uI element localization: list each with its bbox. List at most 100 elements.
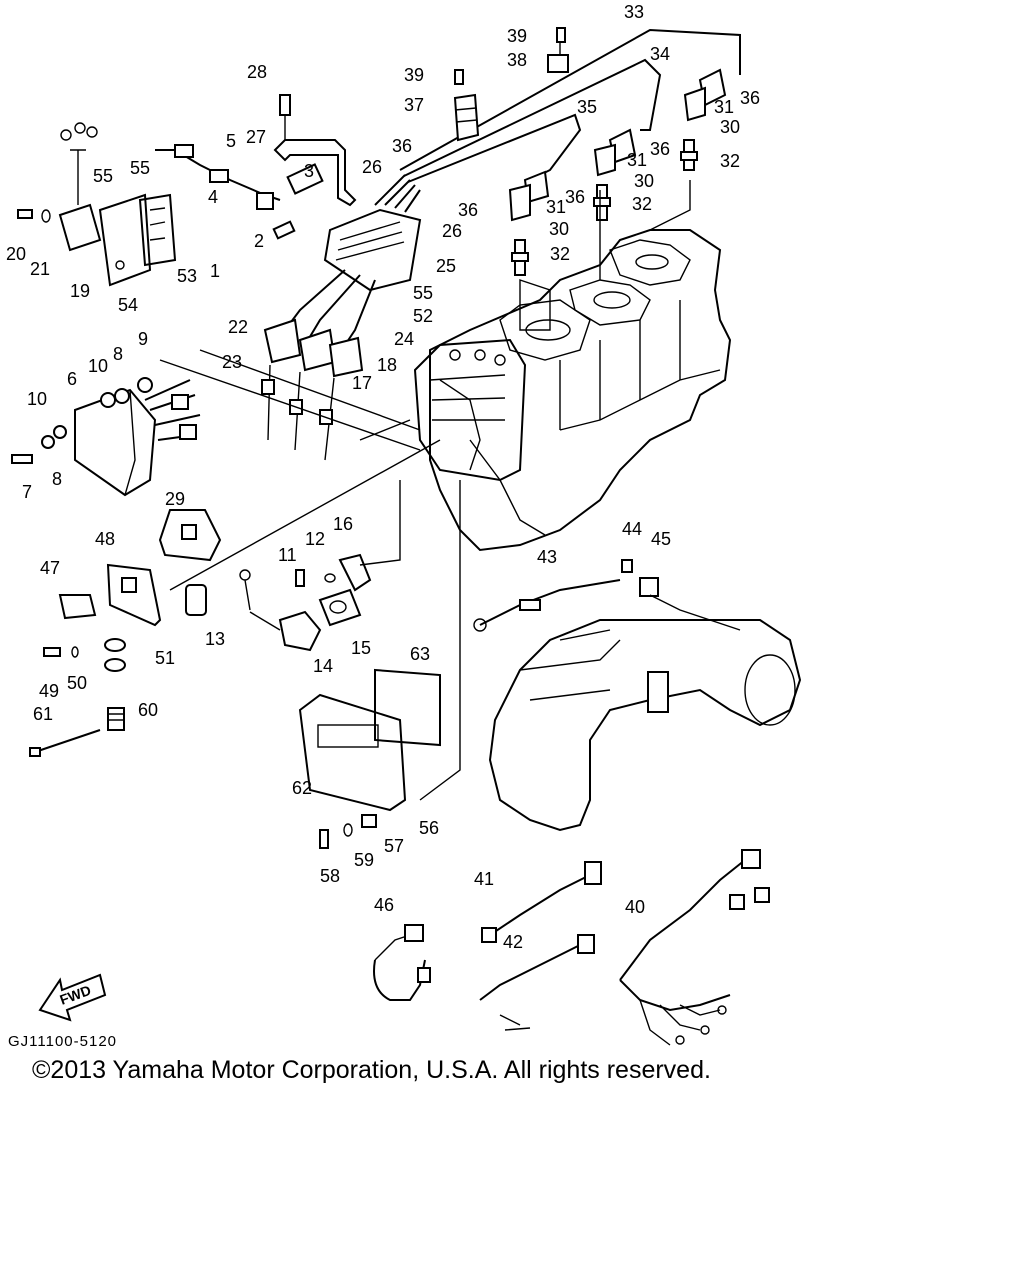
- bolt-56-57-58-59: [319, 814, 377, 849]
- callout-29: 29: [165, 489, 185, 509]
- callout-62: 62: [292, 778, 312, 798]
- sensor-43: [473, 579, 621, 632]
- callout-10b: 10: [27, 389, 47, 409]
- exhaust-pipe: [488, 619, 802, 832]
- callout-50: 50: [67, 673, 87, 693]
- callout-31b: 31: [627, 150, 647, 170]
- callout-30a: 30: [720, 117, 740, 137]
- bracket-48: [106, 563, 162, 627]
- fwd-arrow: FWD: [38, 973, 107, 1022]
- callout-59: 59: [354, 850, 374, 870]
- bolt-39: [454, 27, 566, 85]
- callout-55c: 55: [413, 283, 433, 303]
- spark-plug-1: [680, 139, 698, 171]
- callout-53: 53: [177, 266, 197, 286]
- callout-8b: 8: [113, 344, 123, 364]
- collar-13: [185, 584, 207, 616]
- callout-23: 23: [222, 352, 242, 372]
- callout-38: 38: [507, 50, 527, 70]
- callout-36b: 36: [650, 139, 670, 159]
- callout-32a: 32: [720, 151, 740, 171]
- callout-26b: 26: [442, 221, 462, 241]
- bolt-11-12: [295, 569, 336, 587]
- callout-30b: 30: [634, 171, 654, 191]
- callout-24: 24: [394, 329, 414, 349]
- callout-28: 28: [247, 62, 267, 82]
- callout-32c: 32: [550, 244, 570, 264]
- leader-lines: [159, 180, 691, 801]
- collar-60: [107, 707, 125, 731]
- callout-32b: 32: [632, 194, 652, 214]
- grommets-8-9-10: [11, 377, 153, 464]
- callout-43: 43: [537, 547, 557, 567]
- bolt-28: [279, 94, 291, 140]
- callout-48: 48: [95, 529, 115, 549]
- callout-34: 34: [650, 44, 670, 64]
- spark-plug-3: [511, 239, 529, 276]
- callout-56: 56: [419, 818, 439, 838]
- gasket-63: [374, 668, 441, 747]
- callout-18: 18: [377, 355, 397, 375]
- callout-44: 44: [622, 519, 642, 539]
- fuse-holder-assembly: [155, 144, 324, 240]
- callout-26a: 26: [362, 157, 382, 177]
- callout-36a: 36: [740, 88, 760, 108]
- sensor-44-45: [621, 559, 741, 631]
- engine-block: [429, 229, 732, 552]
- bracket-16: [338, 553, 372, 592]
- callout-55b: 55: [130, 158, 150, 178]
- coil-terminals: [261, 364, 335, 461]
- callout-61: 61: [33, 704, 53, 724]
- callout-58: 58: [320, 866, 340, 886]
- copyright-notice: ©2013 Yamaha Motor Corporation, U.S.A. A…: [32, 1056, 711, 1084]
- diagram-code: GJ11100-5120: [8, 1033, 118, 1050]
- plug-cap-31-b: [593, 128, 637, 177]
- lead-42: [479, 934, 595, 1031]
- callout-15: 15: [351, 638, 371, 658]
- spark-plug-2: [593, 184, 611, 221]
- callout-8a: 8: [52, 469, 62, 489]
- callout-21: 21: [30, 259, 50, 279]
- callout-25: 25: [436, 256, 456, 276]
- callout-52: 52: [413, 306, 433, 326]
- callout-51: 51: [155, 648, 175, 668]
- callout-labels: 1 2 3 4 5 6 7 8 8 9 10 10 11 12 13 14 15…: [6, 2, 760, 952]
- callout-46: 46: [374, 895, 394, 915]
- relay-47: [58, 594, 97, 620]
- callout-42: 42: [503, 932, 523, 952]
- cdi-unit-6: [74, 379, 201, 497]
- wire-harness-40: [619, 849, 770, 1046]
- callout-19: 19: [70, 281, 90, 301]
- clamp-53: [138, 193, 177, 267]
- callout-10a: 10: [88, 356, 108, 376]
- callout-3: 3: [304, 161, 314, 181]
- callout-30c: 30: [549, 219, 569, 239]
- coil-22: [263, 318, 302, 364]
- starter-relay-29: [158, 509, 222, 562]
- callout-4: 4: [208, 187, 218, 207]
- callout-33: 33: [624, 2, 644, 22]
- callout-17: 17: [352, 373, 372, 393]
- callout-31c: 31: [546, 197, 566, 217]
- box-cover-62: [298, 693, 407, 812]
- callout-2: 2: [254, 231, 264, 251]
- callout-16: 16: [333, 514, 353, 534]
- callout-12: 12: [305, 529, 325, 549]
- callout-63: 63: [410, 644, 430, 664]
- clamp-38: [547, 54, 569, 73]
- callout-31a: 31: [714, 97, 734, 117]
- callout-54: 54: [118, 295, 138, 315]
- callout-14: 14: [313, 656, 333, 676]
- callout-45: 45: [651, 529, 671, 549]
- callout-37: 37: [404, 95, 424, 115]
- rectifier-19: [58, 122, 102, 252]
- plug-cap-31-c: [508, 170, 550, 222]
- plug-cap-31-a: [683, 68, 727, 122]
- clamp-37: [453, 93, 480, 142]
- bolt-49-50: [43, 646, 79, 658]
- lead-46: [373, 924, 431, 1001]
- starter-relay-14: [239, 569, 322, 652]
- bracket-27: [273, 139, 357, 207]
- callout-39b: 39: [404, 65, 424, 85]
- callout-36c: 36: [565, 187, 585, 207]
